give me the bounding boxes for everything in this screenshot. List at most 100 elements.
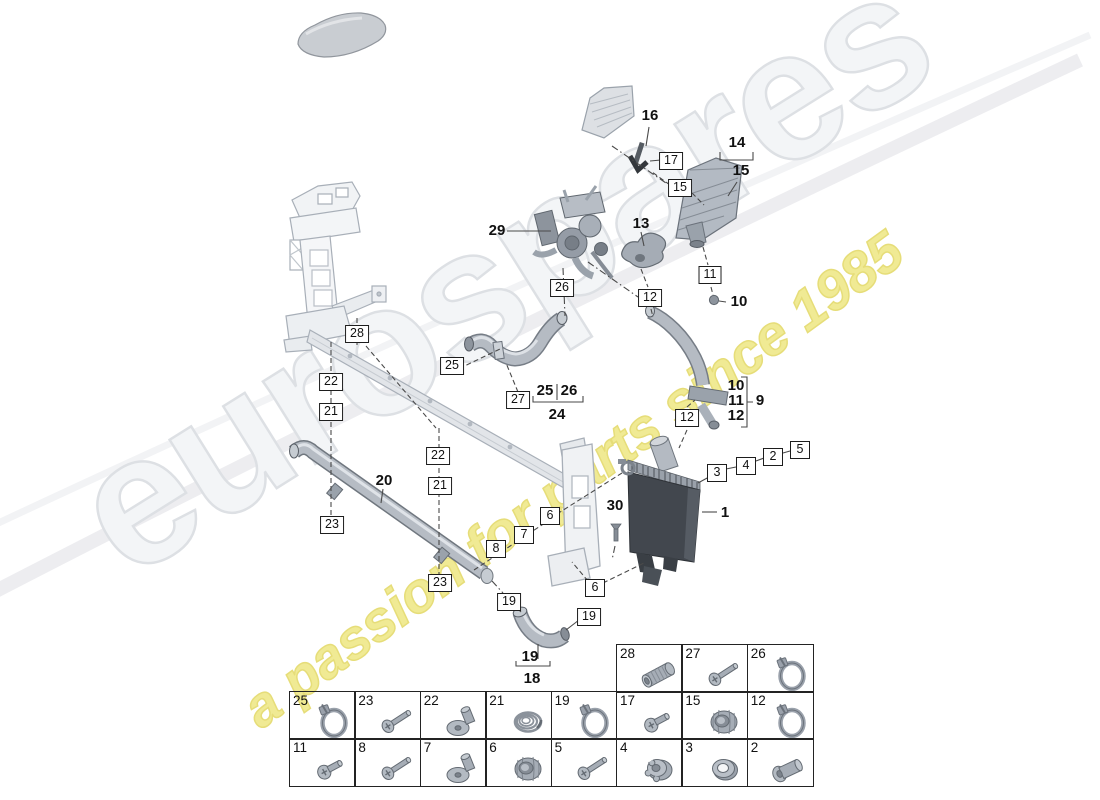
hose-clamp-icon xyxy=(310,703,354,739)
fastener-cell-6[interactable]: 6 xyxy=(485,738,553,787)
fastener-cell-2[interactable]: 2 xyxy=(746,738,814,787)
pressure-hose-24[interactable] xyxy=(464,311,568,367)
fastener-cell-4[interactable]: 4 xyxy=(616,738,683,787)
fastener-cell-25[interactable]: 25 xyxy=(289,691,356,740)
callout-10-5[interactable]: 10 xyxy=(730,293,748,311)
fastener-cell-8[interactable]: 8 xyxy=(354,738,422,787)
callout-box-23-13[interactable]: 23 xyxy=(428,574,452,592)
callout-15-2[interactable]: 15 xyxy=(732,162,750,180)
callout-box-19-24[interactable]: 19 xyxy=(577,608,601,626)
callout-box-26-4[interactable]: 26 xyxy=(550,279,574,297)
fastener-number: 7 xyxy=(423,740,432,755)
elbow-hose-18[interactable] xyxy=(512,605,571,649)
fastener-number: 11 xyxy=(293,740,308,755)
fastener-cell-23[interactable]: 23 xyxy=(354,691,422,740)
fastener-cell-3[interactable]: 3 xyxy=(681,738,749,787)
callout-box-6-16[interactable]: 6 xyxy=(540,507,560,525)
callout-box-6-22[interactable]: 6 xyxy=(585,579,605,597)
grommet-stud-icon xyxy=(441,750,485,786)
front-frame-part[interactable] xyxy=(283,181,576,493)
fastener-number: 2 xyxy=(750,740,759,755)
callout-19-16[interactable]: 19 xyxy=(521,648,539,666)
callout-box-12-3[interactable]: 12 xyxy=(638,289,662,307)
callout-box-28-5[interactable]: 28 xyxy=(345,325,369,343)
turbocharger-assembly-29[interactable] xyxy=(532,185,614,280)
callout-26-11[interactable]: 26 xyxy=(560,382,578,400)
callout-box-4-19[interactable]: 4 xyxy=(736,457,756,475)
fastener-number: 21 xyxy=(489,693,505,708)
callout-9-9[interactable]: 9 xyxy=(755,392,765,410)
callout-box-21-11[interactable]: 21 xyxy=(428,477,452,495)
callout-18-17[interactable]: 18 xyxy=(523,670,541,688)
callout-11-7[interactable]: 11 xyxy=(728,392,744,410)
fastener-number: 19 xyxy=(554,693,570,708)
callout-1-15[interactable]: 1 xyxy=(720,504,730,522)
fastener-number: 5 xyxy=(554,740,563,755)
pin-part-30[interactable] xyxy=(610,523,622,542)
callout-20-13[interactable]: 20 xyxy=(375,472,393,490)
callout-box-19-23[interactable]: 19 xyxy=(497,593,521,611)
fastener-cell-12[interactable]: 12 xyxy=(746,691,814,740)
callout-10-6[interactable]: 10 xyxy=(727,377,745,395)
fastener-number: 28 xyxy=(620,646,636,661)
hose-clamp-icon xyxy=(571,703,615,739)
fastener-cell-11[interactable]: 11 xyxy=(289,738,356,787)
cooler-mounting-bracket[interactable] xyxy=(547,437,601,587)
pressure-pipe-9[interactable] xyxy=(645,304,729,430)
callout-box-21-7[interactable]: 21 xyxy=(319,403,343,421)
fastener-cell-28[interactable]: 28 xyxy=(616,644,683,693)
fastener-cell-26[interactable]: 26 xyxy=(746,644,814,693)
callout-16-0[interactable]: 16 xyxy=(641,107,659,125)
fastener-cell-21[interactable]: 21 xyxy=(485,691,553,740)
callout-13-3[interactable]: 13 xyxy=(632,215,650,233)
charge-air-pipe-20[interactable] xyxy=(288,440,494,584)
car-silhouette xyxy=(297,12,387,58)
callout-box-11-2[interactable]: 11 xyxy=(698,266,722,284)
fastener-number: 15 xyxy=(685,693,701,708)
spiral-ring-icon xyxy=(506,703,550,739)
bolt-long-icon xyxy=(702,656,746,692)
fastener-cell-17[interactable]: 17 xyxy=(616,691,683,740)
callout-box-12-17[interactable]: 12 xyxy=(675,409,699,427)
fastener-number: 22 xyxy=(423,693,439,708)
callout-30-14[interactable]: 30 xyxy=(606,497,624,515)
callout-box-27-9[interactable]: 27 xyxy=(506,391,530,409)
bracket-part-13[interactable] xyxy=(621,232,667,269)
fastener-number: 27 xyxy=(685,646,701,661)
hose-clamp-icon xyxy=(768,656,812,692)
callout-box-5-21[interactable]: 5 xyxy=(790,441,810,459)
callout-24-12[interactable]: 24 xyxy=(548,406,566,424)
bracket-part-16[interactable] xyxy=(581,85,649,174)
air-guide-part-15[interactable] xyxy=(675,157,743,248)
screw-part-17 xyxy=(627,141,649,174)
filter-insert-icon xyxy=(637,656,681,692)
ribbed-bushing-icon xyxy=(506,750,550,786)
callout-box-15-1[interactable]: 15 xyxy=(668,179,692,197)
callout-box-7-15[interactable]: 7 xyxy=(514,526,534,544)
callout-12-8[interactable]: 12 xyxy=(727,407,745,425)
fastener-cell-19[interactable]: 19 xyxy=(550,691,618,740)
nut-part-10[interactable] xyxy=(708,294,720,306)
callout-box-8-14[interactable]: 8 xyxy=(486,540,506,558)
callout-box-22-10[interactable]: 22 xyxy=(426,447,450,465)
callout-box-3-18[interactable]: 3 xyxy=(707,464,727,482)
fastener-number: 25 xyxy=(293,693,309,708)
callout-25-10[interactable]: 25 xyxy=(536,382,554,400)
fastener-cell-15[interactable]: 15 xyxy=(681,691,749,740)
callout-14-1[interactable]: 14 xyxy=(728,134,746,152)
callout-box-2-20[interactable]: 2 xyxy=(763,448,783,466)
charge-air-cooler-1[interactable] xyxy=(618,434,701,586)
fastener-number: 3 xyxy=(685,740,693,755)
fastener-cell-22[interactable]: 22 xyxy=(419,691,487,740)
fastener-cell-5[interactable]: 5 xyxy=(550,738,618,787)
damper-grommet-icon xyxy=(637,750,681,786)
fastener-cell-7[interactable]: 7 xyxy=(419,738,487,787)
fastener-cell-27[interactable]: 27 xyxy=(681,644,749,693)
callout-box-17-0[interactable]: 17 xyxy=(659,152,683,170)
fastener-number: 17 xyxy=(620,693,636,708)
callout-box-23-12[interactable]: 23 xyxy=(320,516,344,534)
callout-box-25-8[interactable]: 25 xyxy=(440,357,464,375)
flanged-sleeve-icon xyxy=(768,750,812,786)
callout-29-4[interactable]: 29 xyxy=(488,222,506,240)
callout-box-22-6[interactable]: 22 xyxy=(319,373,343,391)
